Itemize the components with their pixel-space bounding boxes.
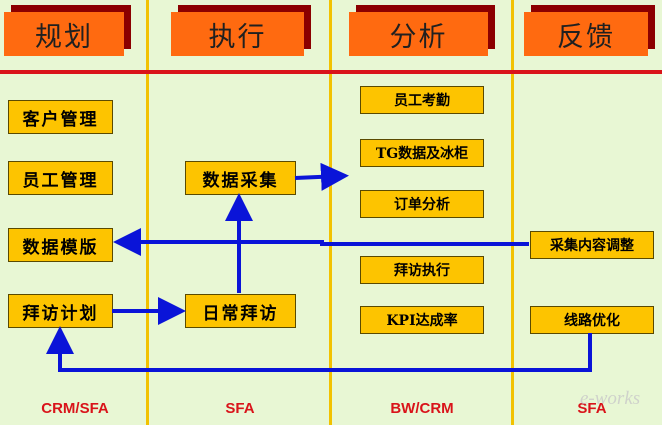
box-tg-data: TG数据及冰柜 bbox=[360, 139, 484, 167]
footer-analyze-system: BW/CRM bbox=[390, 400, 454, 417]
box-visit-execution: 拜访执行 bbox=[360, 256, 484, 284]
arrow-content-adjust-to-data-template bbox=[113, 228, 529, 256]
arrow-data-collection-to-analysis bbox=[294, 162, 349, 191]
footer-plan-system: CRM/SFA bbox=[41, 400, 109, 417]
column-separator-1 bbox=[146, 0, 149, 425]
footer-execute-system: SFA bbox=[225, 400, 255, 417]
box-kpi-rate: KPI达成率 bbox=[360, 306, 484, 334]
box-data-collection: 数据采集 bbox=[185, 161, 296, 195]
column-separator-2 bbox=[329, 0, 332, 425]
header-plan: 规划 bbox=[4, 12, 124, 56]
box-route-optimization: 线路优化 bbox=[530, 306, 654, 334]
box-daily-visit: 日常拜访 bbox=[185, 294, 296, 328]
box-staff-attendance: 员工考勤 bbox=[360, 86, 484, 114]
footer-feedback-system: SFA bbox=[577, 400, 607, 417]
column-separator-3 bbox=[511, 0, 514, 425]
header-execute: 执行 bbox=[171, 12, 304, 56]
arrow-route-optimization-to-visit-plan bbox=[46, 326, 592, 372]
box-data-template: 数据模版 bbox=[8, 228, 113, 262]
watermark-logo: e-works bbox=[580, 388, 641, 409]
box-order-analysis: 订单分析 bbox=[360, 190, 484, 218]
box-collection-content-adjust: 采集内容调整 bbox=[530, 231, 654, 259]
header-divider-line bbox=[0, 70, 662, 74]
box-customer-management: 客户管理 bbox=[8, 100, 113, 134]
header-feedback: 反馈 bbox=[524, 12, 648, 56]
header-analyze: 分析 bbox=[349, 12, 488, 56]
box-staff-management: 员工管理 bbox=[8, 161, 113, 195]
